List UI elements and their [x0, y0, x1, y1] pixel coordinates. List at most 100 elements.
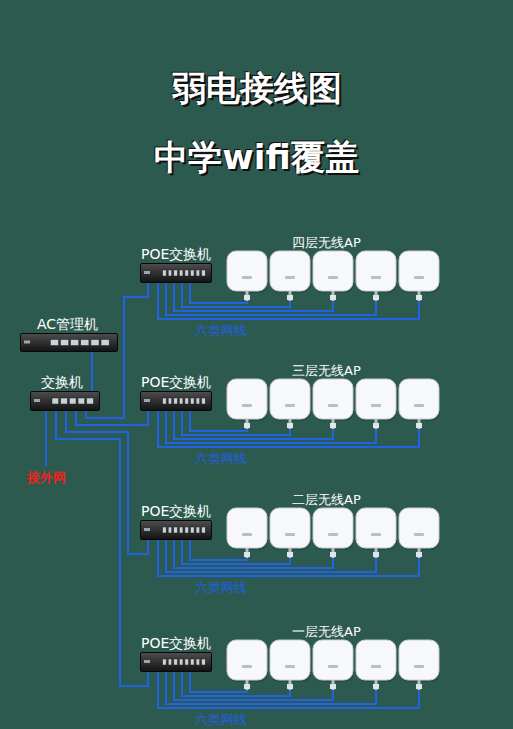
device-ports	[141, 392, 211, 410]
port	[168, 659, 172, 665]
device-ports	[21, 334, 117, 351]
rj45-plug	[244, 684, 250, 689]
cable-label: 六类网线	[195, 322, 247, 339]
cat6-cable	[182, 411, 290, 435]
port	[168, 398, 172, 404]
cat6-cable	[182, 672, 290, 696]
external-net-label: 接外网	[27, 469, 66, 486]
port	[174, 270, 178, 276]
rj45-plug	[330, 423, 336, 428]
wireless-ap	[270, 640, 311, 682]
device-ports	[31, 392, 99, 410]
port	[179, 270, 183, 276]
cat6-cable	[158, 672, 419, 708]
device-label: POE交换机	[141, 374, 211, 390]
port	[163, 659, 167, 665]
ac-controller: AC管理机	[20, 333, 118, 352]
port	[174, 527, 178, 533]
cable-label: 六类网线	[195, 711, 247, 728]
port	[163, 398, 167, 404]
led	[34, 399, 40, 402]
rj45-plug	[416, 295, 422, 300]
poe-switch: POE交换机	[140, 520, 212, 540]
rj45-plug	[373, 552, 379, 557]
cat6-cable	[190, 672, 247, 692]
device-ports	[141, 521, 211, 539]
cat6-cable	[190, 411, 247, 431]
port	[174, 659, 178, 665]
rj45-plug	[373, 423, 379, 428]
wireless-ap	[356, 640, 397, 682]
rj45-plug	[330, 684, 336, 689]
cable-label: 六类网线	[195, 579, 247, 596]
wireless-ap	[270, 508, 311, 550]
wireless-ap	[227, 251, 268, 293]
rj45-plug	[330, 552, 336, 557]
port	[81, 340, 89, 346]
cat6-cable	[174, 540, 333, 568]
port	[185, 659, 189, 665]
rj45-plug	[416, 552, 422, 557]
rj45-plug	[416, 423, 422, 428]
led	[144, 399, 150, 402]
port	[179, 398, 183, 404]
port	[185, 270, 189, 276]
port	[61, 398, 68, 404]
port	[61, 340, 69, 346]
network-cable	[91, 352, 93, 391]
port	[196, 527, 200, 533]
port	[179, 527, 183, 533]
rj45-plug	[373, 295, 379, 300]
port	[191, 527, 195, 533]
network-switch: 交换机	[30, 391, 100, 411]
port	[52, 398, 59, 404]
wireless-ap	[356, 508, 397, 550]
cat6-cable	[190, 283, 247, 303]
wireless-ap	[313, 508, 354, 550]
port	[163, 527, 167, 533]
port	[202, 527, 206, 533]
port	[191, 270, 195, 276]
led	[144, 271, 150, 274]
cat6-cable	[182, 283, 290, 307]
port	[191, 659, 195, 665]
rj45-plug	[244, 423, 250, 428]
port	[168, 270, 172, 276]
port	[174, 398, 178, 404]
port	[50, 340, 58, 346]
cat6-cable	[190, 540, 247, 560]
network-cable	[76, 411, 148, 425]
wireless-ap	[399, 508, 440, 550]
network-cable	[66, 411, 148, 554]
wireless-ap	[399, 251, 440, 293]
port	[163, 270, 167, 276]
wireless-ap	[227, 640, 268, 682]
port	[78, 398, 85, 404]
device-label: AC管理机	[37, 316, 98, 332]
port	[202, 659, 206, 665]
wireless-ap	[399, 640, 440, 682]
device-label: POE交换机	[141, 635, 211, 651]
title: 弱电接线图	[0, 68, 513, 108]
cat6-cable	[174, 672, 333, 700]
rj45-plug	[373, 684, 379, 689]
subtitle: 中学wifi覆盖	[0, 138, 513, 176]
rj45-plug	[244, 295, 250, 300]
floor-label: 四层无线AP	[292, 234, 361, 251]
cat6-cable	[166, 411, 376, 443]
wireless-ap	[313, 379, 354, 421]
port	[91, 340, 99, 346]
port	[202, 398, 206, 404]
port	[196, 659, 200, 665]
led	[144, 528, 150, 531]
floor-label: 一层无线AP	[292, 623, 361, 640]
device-label: POE交换机	[141, 503, 211, 519]
cat6-cable	[158, 540, 419, 576]
device-ports	[141, 653, 211, 671]
port	[179, 659, 183, 665]
wireless-ap	[399, 379, 440, 421]
cable-label: 六类网线	[195, 450, 247, 467]
device-label: POE交换机	[141, 246, 211, 262]
